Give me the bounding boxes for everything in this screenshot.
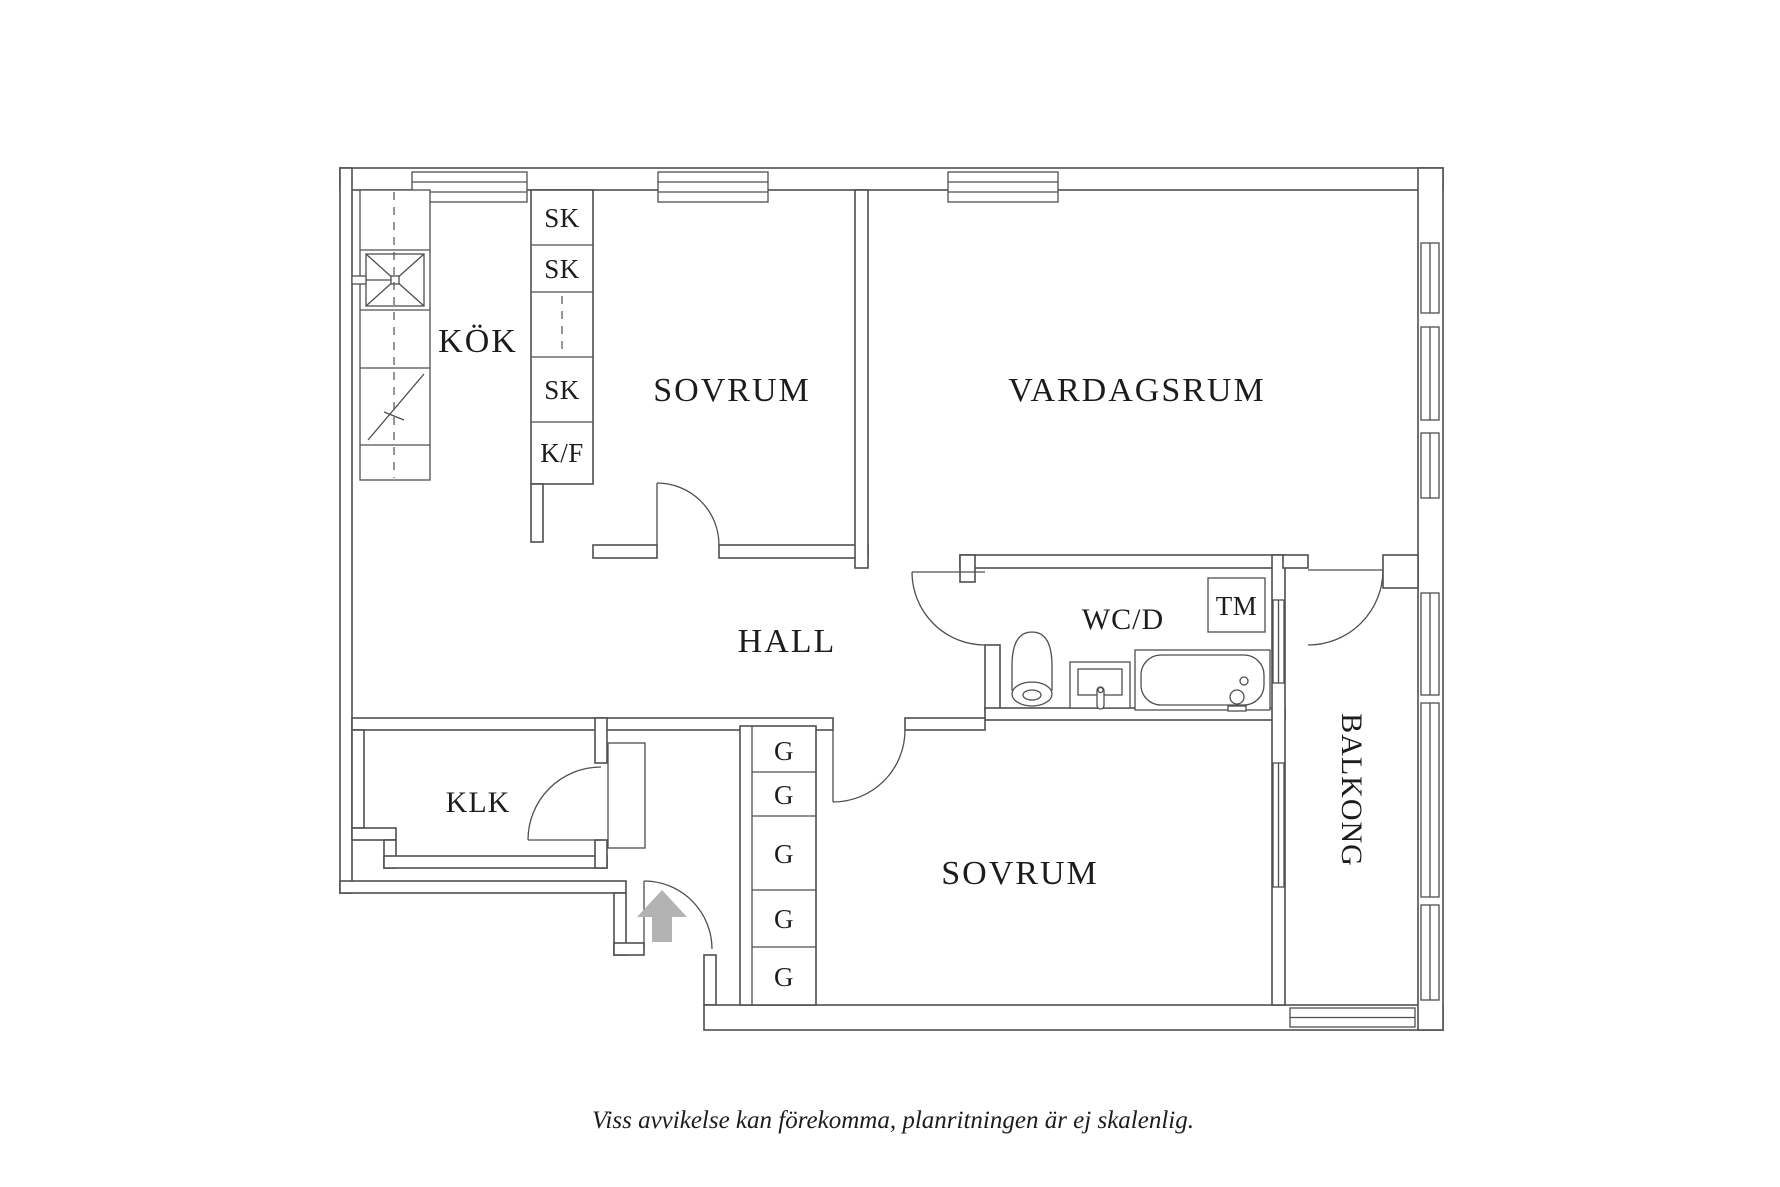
room-label-bedroom1: SOVRUM — [653, 372, 810, 409]
washing-machine-label: TM — [1216, 591, 1258, 621]
windows — [411, 171, 1440, 1028]
door-bedroom2 — [832, 729, 906, 803]
kitchen-fixtures — [351, 189, 431, 481]
cabinet-label-sk1: SK — [544, 203, 580, 233]
cabinet-label-kf: K/F — [540, 438, 584, 468]
window-balcony-right — [1420, 592, 1440, 1001]
window-balcony-bottom — [1289, 1007, 1416, 1028]
window-bedroom1 — [657, 171, 769, 203]
room-label-balcony: BALKONG — [1335, 713, 1368, 867]
window-livingroom-top — [947, 171, 1059, 203]
bathroom-fixtures: TM — [1011, 577, 1271, 712]
washbasin-icon — [1069, 661, 1131, 710]
door-bedroom1 — [656, 482, 720, 546]
wardrobe-label: G — [774, 736, 794, 766]
room-label-hall: HALL — [738, 623, 837, 660]
window-livingroom-right — [1420, 242, 1440, 499]
window-bathroom-balcony — [1272, 599, 1285, 684]
room-label-bathroom: WC/D — [1082, 603, 1164, 636]
room-labels: KÖK SOVRUM VARDAGSRUM HALL WC/D KLK SOVR… — [438, 323, 1368, 892]
room-label-kitchen: KÖK — [438, 323, 518, 360]
bathtub-icon — [1134, 649, 1271, 712]
wardrobe-label: G — [774, 780, 794, 810]
toilet-icon — [1011, 631, 1053, 707]
hall-niche — [607, 742, 646, 849]
cabinet-label-sk2: SK — [544, 254, 580, 284]
entrance-arrow-icon — [637, 890, 687, 942]
wardrobe-column: G G G G G — [739, 725, 817, 1006]
cabinet-label-sk3: SK — [544, 375, 580, 405]
wardrobe-label: G — [774, 904, 794, 934]
door-bathroom — [911, 571, 986, 646]
cabinet-labels: SK SK SK K/F — [540, 203, 584, 468]
stove-icon — [351, 253, 425, 307]
room-label-closet: KLK — [446, 786, 511, 819]
sink-icon — [367, 373, 425, 441]
window-kitchen — [411, 171, 528, 203]
wardrobe-label: G — [774, 962, 794, 992]
disclaimer-caption: Viss avvikelse kan förekomma, planritnin… — [592, 1107, 1194, 1134]
wardrobe-label: G — [774, 839, 794, 869]
window-bedroom2-balcony — [1272, 762, 1285, 888]
door-balcony — [1307, 569, 1384, 646]
kitchen-counter — [359, 189, 431, 481]
room-label-bedroom2: SOVRUM — [941, 855, 1098, 892]
doors — [527, 482, 1384, 950]
room-label-livingroom: VARDAGSRUM — [1008, 372, 1265, 409]
washing-machine: TM — [1207, 577, 1266, 633]
door-closet-room — [527, 766, 602, 841]
